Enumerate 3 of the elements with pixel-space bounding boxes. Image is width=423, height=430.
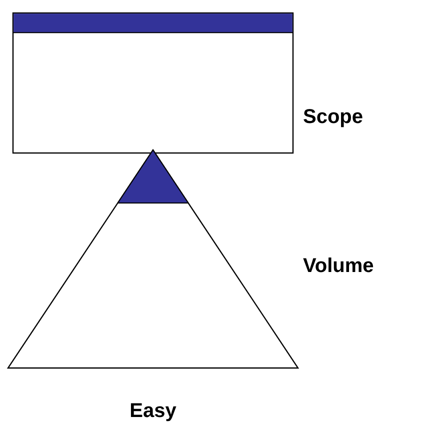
- bottom-label: Easy: [130, 400, 176, 423]
- side-label: Volume: [303, 255, 374, 278]
- side-label: Scope: [303, 106, 364, 129]
